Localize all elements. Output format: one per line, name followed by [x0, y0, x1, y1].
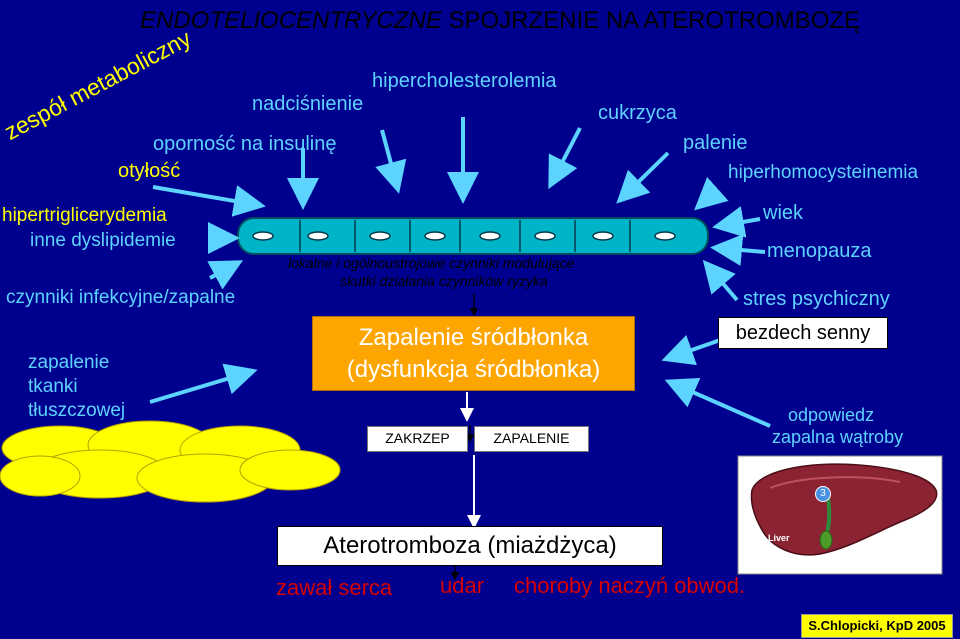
label-cukrzyca: cukrzyca	[598, 102, 677, 124]
modulating-text-line2: skutki działania czynników ryzyka	[340, 273, 548, 289]
label-nadcisnienie: nadciśnienie	[252, 93, 364, 115]
endothelium-layer	[237, 217, 709, 255]
label-czynniki-infekcyjne: czynniki infekcyjne/zapalne	[6, 287, 236, 308]
label-palenie: palenie	[683, 132, 748, 154]
risk-factor-arrows	[149, 117, 771, 428]
liver-label: Liver	[768, 533, 790, 543]
modulating-text-line1: lokalne i ogólnoustrojowe czynniki modul…	[288, 255, 575, 271]
label-menopauza: menopauza	[767, 240, 872, 262]
slide-title: ENDOTELIOCENTRYCZNE SPOJRZENIE NA ATEROT…	[140, 7, 860, 35]
inflammation-line2: (dysfunkcja śródbłonka)	[346, 356, 601, 383]
label-zapalenie-tkanki-line2: tkanki	[28, 376, 78, 397]
modulating-arrow	[465, 293, 479, 443]
liver-badge-number: 3	[820, 488, 826, 499]
label-hiperhomocysteinemia: hiperhomocysteinemia	[728, 162, 919, 183]
label-otylosc: otyłość	[118, 160, 181, 182]
label-hipertriglicerydemia: hipertriglicerydemia	[2, 205, 167, 226]
label-bezdech-senny: bezdech senny	[735, 322, 871, 344]
label-odpowiedz-line1: odpowiedz	[788, 405, 875, 425]
liver-image	[737, 455, 943, 575]
label-odpowiedz-line2: zapalna wątroby	[772, 427, 904, 447]
zakrzep-box: ZAKRZEP	[367, 426, 468, 452]
adipose-tissue-cells	[0, 420, 341, 503]
label-opornosc-insuliny: oporność na insulinę	[153, 133, 337, 155]
outcome-udar: udar	[440, 573, 485, 598]
label-inne-dyslipidemie: inne dyslipidemie	[30, 230, 176, 251]
inflammation-box: Zapalenie śródbłonka (dysfunkcja śródbło…	[312, 316, 635, 391]
outcome-zawal-serca: zawał serca	[276, 575, 393, 600]
zapalenie-label: ZAPALENIE	[493, 430, 570, 446]
bezdech-senny-box: bezdech senny	[718, 317, 888, 349]
label-wiek: wiek	[763, 202, 804, 224]
label-stres-psychiczny: stres psychiczny	[743, 288, 890, 310]
liver-badge: 3	[815, 486, 831, 502]
label-zapalenie-tkanki-line1: zapalenie	[28, 352, 110, 373]
credit-label: S.Chlopicki, KpD 2005	[808, 618, 946, 633]
inflammation-line1: Zapalenie śródbłonka	[358, 324, 589, 351]
aterotromboza-label: Aterotromboza (miażdżyca)	[323, 532, 617, 559]
label-zapalenie-tkanki-line3: tłuszczowej	[28, 400, 126, 421]
zapalenie-box: ZAPALENIE	[474, 426, 589, 452]
outcome-choroby-naczyn: choroby naczyń obwod.	[514, 573, 746, 598]
title-italic-part: ENDOTELIOCENTRYCZNE	[140, 7, 442, 34]
flow-arrows	[460, 392, 481, 529]
credit-box: S.Chlopicki, KpD 2005	[801, 614, 953, 638]
aterotromboza-box: Aterotromboza (miażdżyca)	[277, 526, 663, 566]
title-rest: SPOJRZENIE NA ATEROTROMBOZĘ	[441, 7, 861, 34]
zakrzep-label: ZAKRZEP	[385, 430, 450, 446]
label-hipercholesterolemia: hipercholesterolemia	[372, 70, 557, 92]
